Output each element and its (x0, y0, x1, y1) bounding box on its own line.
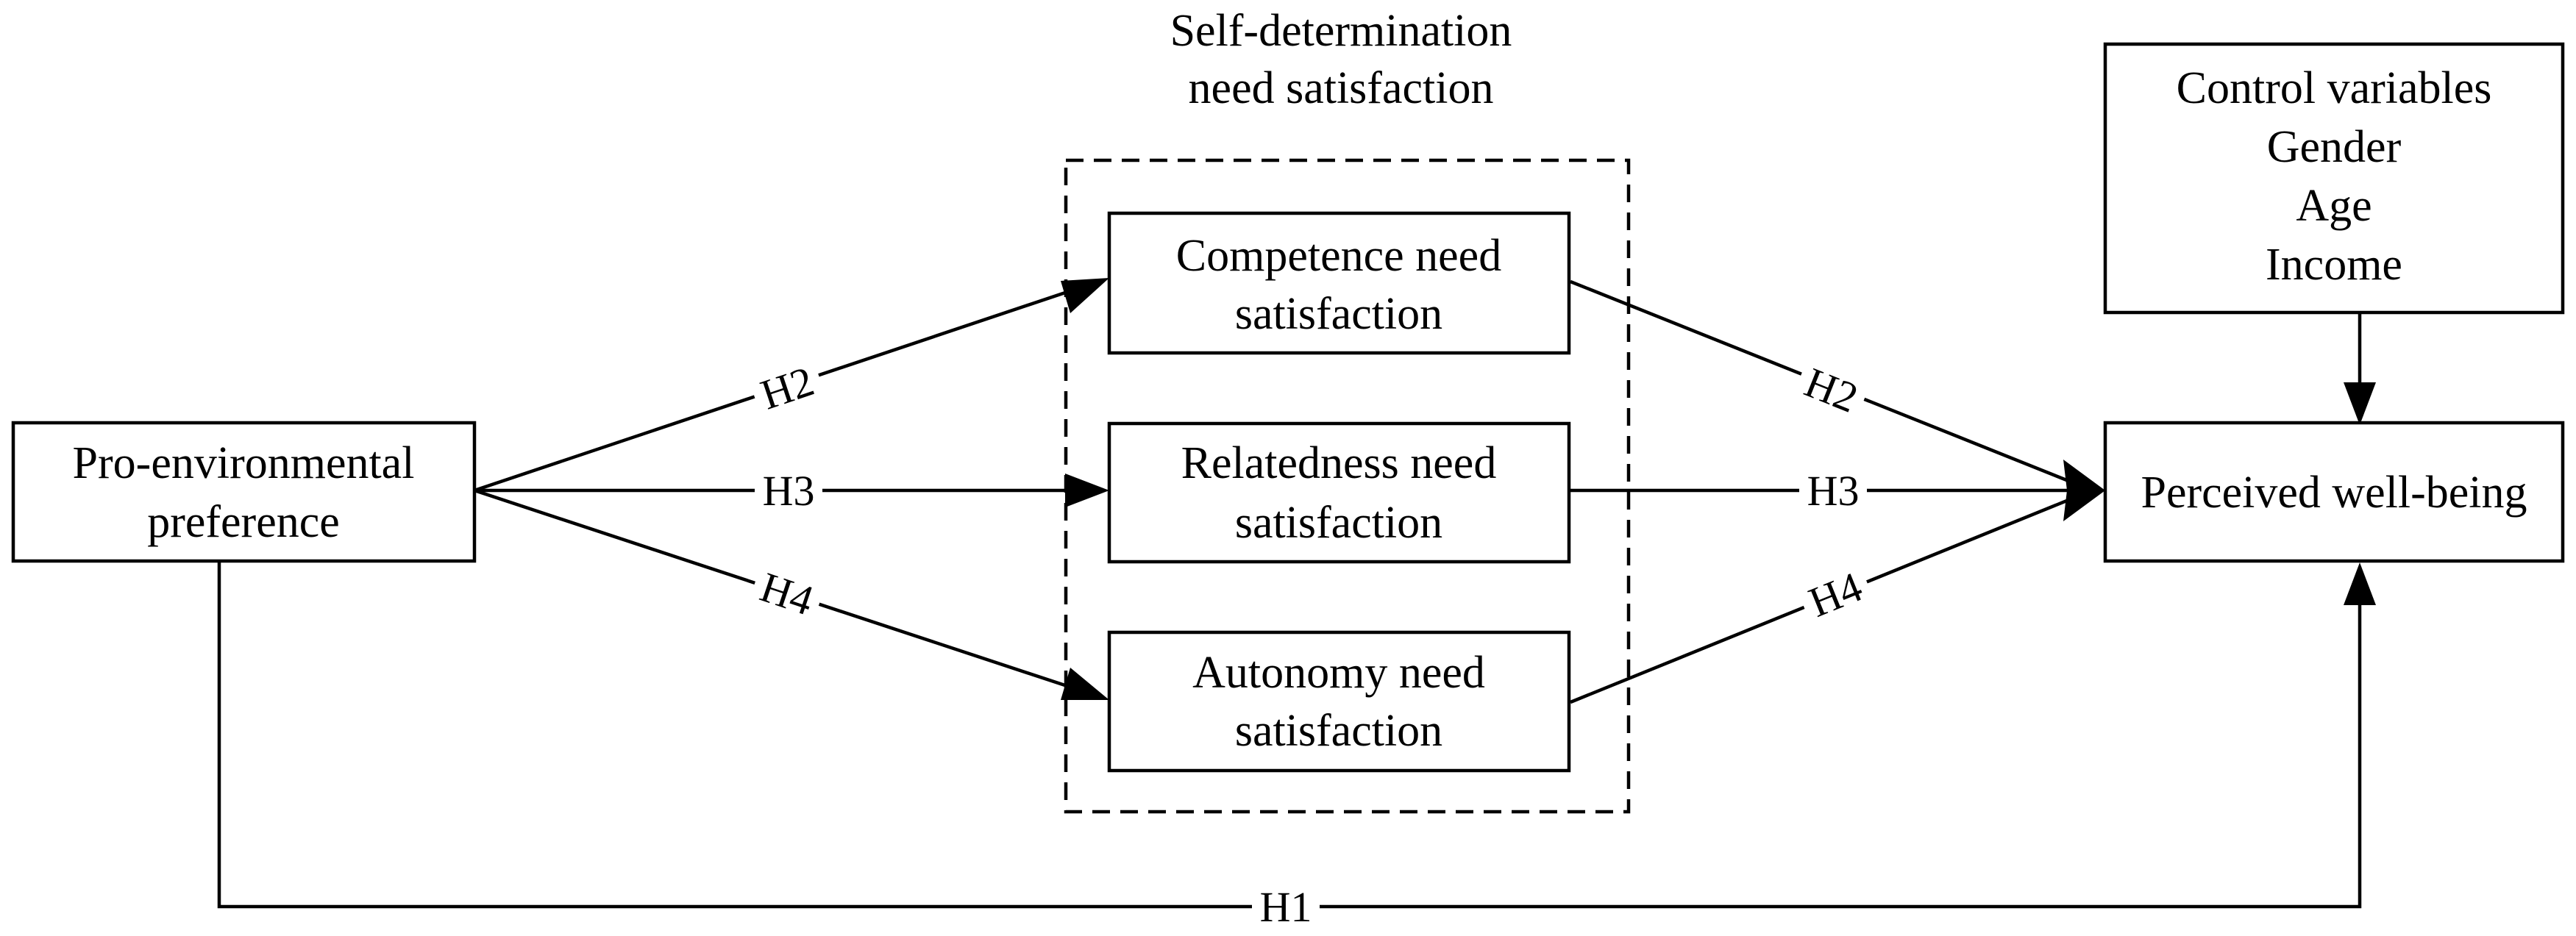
edge-label-h3-out: H3 (1807, 467, 1860, 515)
node-competence-line2: satisfaction (1235, 289, 1442, 339)
arrowhead-h4-in (1061, 668, 1109, 700)
node-pro-environmental: Pro-environmental preference (11, 421, 477, 563)
group-title-line1: Self-determination (1170, 6, 1512, 56)
node-controls-line3: Age (2296, 181, 2372, 231)
node-pro-environmental-line2: preference (147, 497, 340, 547)
group-title-line2: need satisfaction (1189, 63, 1494, 113)
arrowhead-h3-in (1065, 474, 1109, 507)
node-competence-line1: Competence need (1176, 231, 1501, 281)
node-relatedness: Relatedness need satisfaction (1107, 421, 1571, 564)
arrowhead-h1 (2344, 562, 2376, 605)
node-autonomy: Autonomy need satisfaction (1107, 630, 1571, 773)
arrowhead-controls (2344, 382, 2376, 425)
node-relatedness-line1: Relatedness need (1181, 438, 1497, 488)
node-autonomy-line2: satisfaction (1235, 706, 1442, 756)
node-controls-line4: Income (2266, 240, 2402, 290)
node-controls-line1: Control variables (2177, 63, 2492, 113)
node-pro-environmental-line1: Pro-environmental (73, 438, 415, 488)
edge-label-h1: H1 (1260, 883, 1312, 931)
arrowhead-wellbeing-merged (2063, 460, 2105, 521)
node-wellbeing-line1: Perceived well-being (2141, 468, 2527, 518)
edge-label-h3-in: H3 (763, 467, 815, 515)
node-wellbeing: Perceived well-being (2103, 421, 2565, 563)
node-controls: Control variables Gender Age Income (2103, 42, 2565, 315)
node-relatedness-line2: satisfaction (1235, 498, 1442, 548)
node-competence: Competence need satisfaction (1107, 211, 1571, 355)
node-controls-line2: Gender (2267, 122, 2402, 172)
node-autonomy-line1: Autonomy need (1192, 648, 1485, 698)
arrowhead-h2-in (1061, 278, 1109, 313)
